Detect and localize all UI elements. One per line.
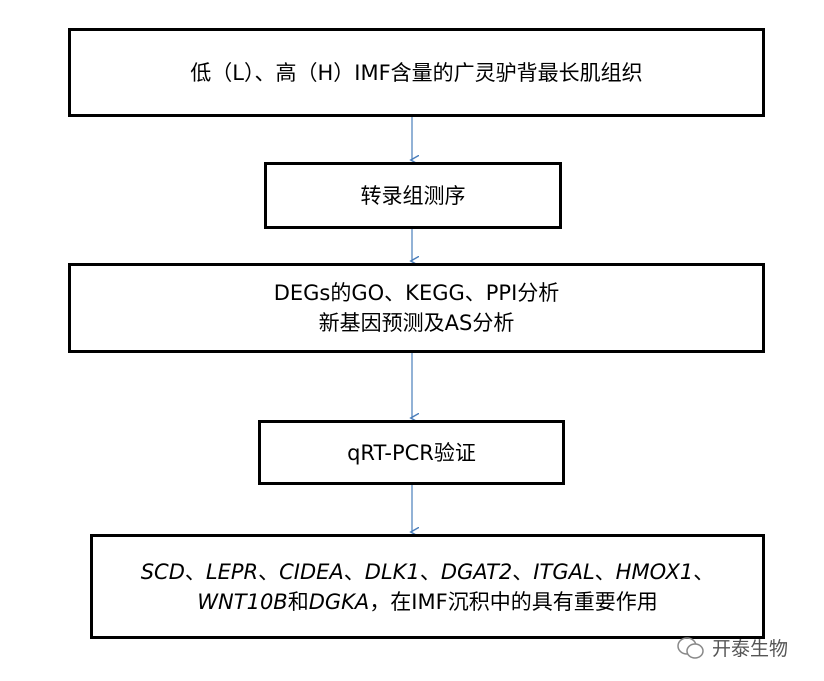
gene-name: LEPR xyxy=(205,559,259,584)
gene-name: DLK1 xyxy=(364,559,420,584)
separator: 、 xyxy=(419,559,441,584)
step-analysis-line1: DEGs的GO、KEGG、PPI分析 xyxy=(273,281,560,305)
watermark-text: 开泰生物 xyxy=(712,638,789,660)
gene-name: DGKA xyxy=(308,589,370,614)
gene-name: ITGAL xyxy=(533,559,595,584)
step-sequencing-box: 转录组测序 xyxy=(264,162,562,229)
conclusion-tail: ，在IMF沉积中的具有重要作用 xyxy=(369,589,658,614)
separator: 、 xyxy=(258,559,280,584)
separator: 、 xyxy=(693,559,715,584)
step-sequencing-text: 转录组测序 xyxy=(360,183,466,208)
separator: 、 xyxy=(184,559,206,584)
separator: 、 xyxy=(343,559,365,584)
gene-name: HMOX1 xyxy=(615,559,694,584)
step-sample-text: 低（L）、高（H）IMF含量的广灵驴背最长肌组织 xyxy=(190,60,643,85)
conjunction: 和 xyxy=(287,589,309,614)
gene-name: DGAT2 xyxy=(440,559,513,584)
watermark: 开泰生物 xyxy=(676,634,788,661)
conclusion-line1: SCD、LEPR、CIDEA、DLK1、DGAT2、ITGAL、HMOX1、 xyxy=(141,557,715,587)
step-analysis-box: DEGs的GO、KEGG、PPI分析 新基因预测及AS分析 xyxy=(68,263,765,353)
conclusion-line2: WNT10B和DGKA，在IMF沉积中的具有重要作用 xyxy=(197,587,657,617)
gene-name: SCD xyxy=(140,559,185,584)
step-conclusion-box: SCD、LEPR、CIDEA、DLK1、DGAT2、ITGAL、HMOX1、 W… xyxy=(90,534,765,639)
step-analysis-line2: 新基因预测及AS分析 xyxy=(318,311,515,335)
gene-name: WNT10B xyxy=(197,589,288,614)
step-validation-box: qRT-PCR验证 xyxy=(258,420,565,485)
step-sample-box: 低（L）、高（H）IMF含量的广灵驴背最长肌组织 xyxy=(68,28,765,117)
wechat-icon xyxy=(677,636,704,659)
separator: 、 xyxy=(594,559,616,584)
separator: 、 xyxy=(512,559,534,584)
gene-name: CIDEA xyxy=(279,559,344,584)
step-validation-text: qRT-PCR验证 xyxy=(347,440,476,465)
